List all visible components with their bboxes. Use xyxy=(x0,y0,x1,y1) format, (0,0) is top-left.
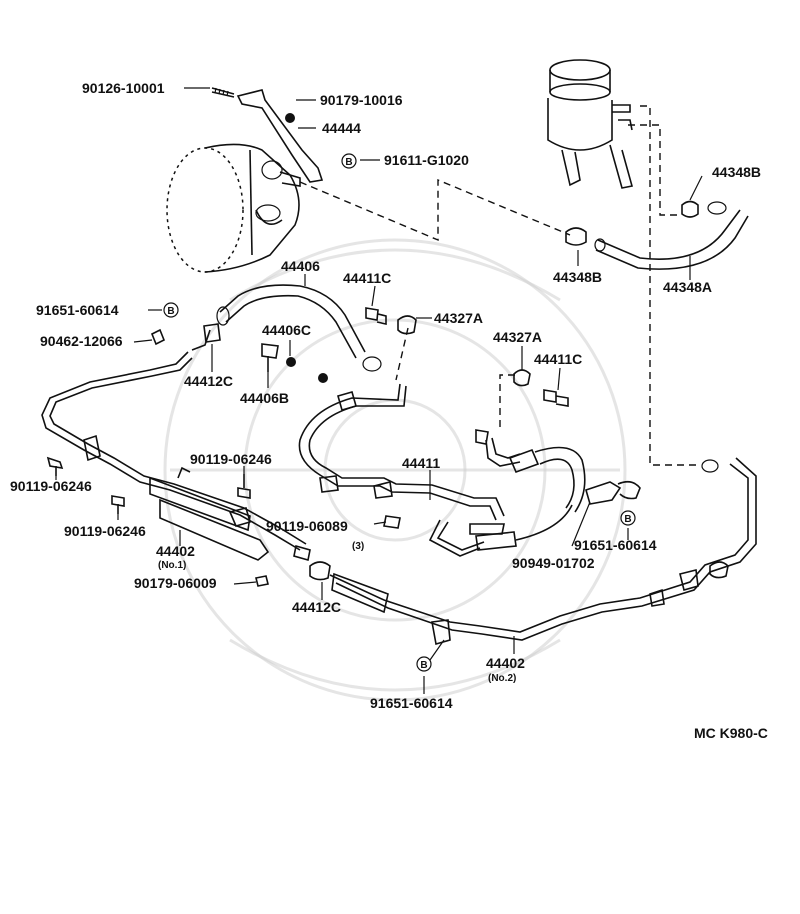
label-44327A-lower: 44327A xyxy=(493,329,542,345)
label-44348B-right: 44348B xyxy=(712,164,761,180)
watermark-emblem xyxy=(163,238,627,702)
part-labels: 90126-10001 90179-10016 44444 91611-G102… xyxy=(10,80,768,741)
bracket-90949-01702 xyxy=(585,480,641,505)
label-44411: 44411 xyxy=(402,455,440,471)
union-bolt-44406b xyxy=(261,343,328,383)
marker-b-1: B xyxy=(341,153,357,169)
nut-90179-06009 xyxy=(255,575,269,587)
union-bolt-44411c-lower xyxy=(543,389,569,407)
label-91651-60614-left: 91651-60614 xyxy=(36,302,119,318)
label-44327A-upper: 44327A xyxy=(434,310,483,326)
clamp-44348b-lower xyxy=(565,227,587,246)
label-no2: (No.2) xyxy=(488,673,516,684)
cooler-tube-44402-no2 xyxy=(329,457,757,646)
label-44402-no2: 44402 xyxy=(486,655,525,671)
label-91651-60614-right: 91651-60614 xyxy=(574,537,657,553)
clamp-44412c-upper xyxy=(203,323,221,343)
label-44412C-lower: 44412C xyxy=(292,599,341,615)
label-44406C: 44406C xyxy=(262,322,311,338)
label-90462-12066: 90462-12066 xyxy=(40,333,123,349)
label-44406B: 44406B xyxy=(240,390,289,406)
pressure-hose-44406 xyxy=(191,284,382,372)
label-44348A: 44348A xyxy=(663,279,712,295)
cooler-tube-44402-no1 xyxy=(41,351,311,562)
bolt-90119-06246-left xyxy=(46,456,64,476)
label-90119-06246-middle: 90119-06246 xyxy=(64,523,146,539)
label-44411C-upper: 44411C xyxy=(343,270,391,286)
label-90179-10016: 90179-10016 xyxy=(320,92,403,108)
svg-text:B: B xyxy=(167,306,174,317)
hose-44348a xyxy=(594,201,749,270)
label-90126-10001: 90126-10001 xyxy=(82,80,165,96)
label-44411C-lower: 44411C xyxy=(534,351,582,367)
clamp-44327a-lower xyxy=(513,369,531,387)
label-44348B-left: 44348B xyxy=(553,269,602,285)
svg-text:B: B xyxy=(420,660,427,671)
clamp-44348b-upper xyxy=(681,200,699,218)
label-91651-60614-bottom: 91651-60614 xyxy=(370,695,453,711)
svg-text:B: B xyxy=(345,157,352,168)
clip-90462-12066 xyxy=(150,328,166,346)
nut-90179-10016 xyxy=(285,113,295,123)
label-qty-3: (3) xyxy=(352,541,364,552)
union-bolt-44411c-upper xyxy=(365,307,387,325)
diagram-code: MC K980-C xyxy=(694,725,768,741)
bolt-90119-06246-middle xyxy=(111,495,125,514)
marker-b-2: B xyxy=(163,302,179,318)
label-90119-06246-left: 90119-06246 xyxy=(10,478,92,494)
bracket-44444 xyxy=(236,89,324,183)
dashed-connections xyxy=(299,105,700,466)
label-44444: 44444 xyxy=(322,120,361,136)
label-44412C-upper: 44412C xyxy=(184,373,233,389)
clamp-44412c-lower xyxy=(309,561,331,581)
bolt-90126-10001 xyxy=(211,87,235,98)
reservoir-tank xyxy=(547,59,634,189)
label-91611-G1020: 91611-G1020 xyxy=(384,152,469,168)
clamp-44327a-upper xyxy=(397,315,417,335)
power-steering-pump xyxy=(166,143,301,273)
label-90119-06246-upper: 90119-06246 xyxy=(190,451,272,467)
bolt-90119-06089 xyxy=(383,515,401,529)
label-90179-06009: 90179-06009 xyxy=(134,575,217,591)
marker-b-3: B xyxy=(620,510,636,526)
svg-text:B: B xyxy=(624,514,631,525)
bolt-90119-06246-upper xyxy=(237,474,251,499)
label-44406: 44406 xyxy=(281,258,320,274)
leader-lines xyxy=(55,87,703,694)
label-90119-06089: 90119-06089 xyxy=(266,518,348,534)
marker-b-4: B xyxy=(416,656,432,672)
label-90949-01702: 90949-01702 xyxy=(512,555,595,571)
label-no1: (No.1) xyxy=(158,560,186,571)
label-44402-no1: 44402 xyxy=(156,543,195,559)
pressure-tube-44411 xyxy=(298,383,586,557)
